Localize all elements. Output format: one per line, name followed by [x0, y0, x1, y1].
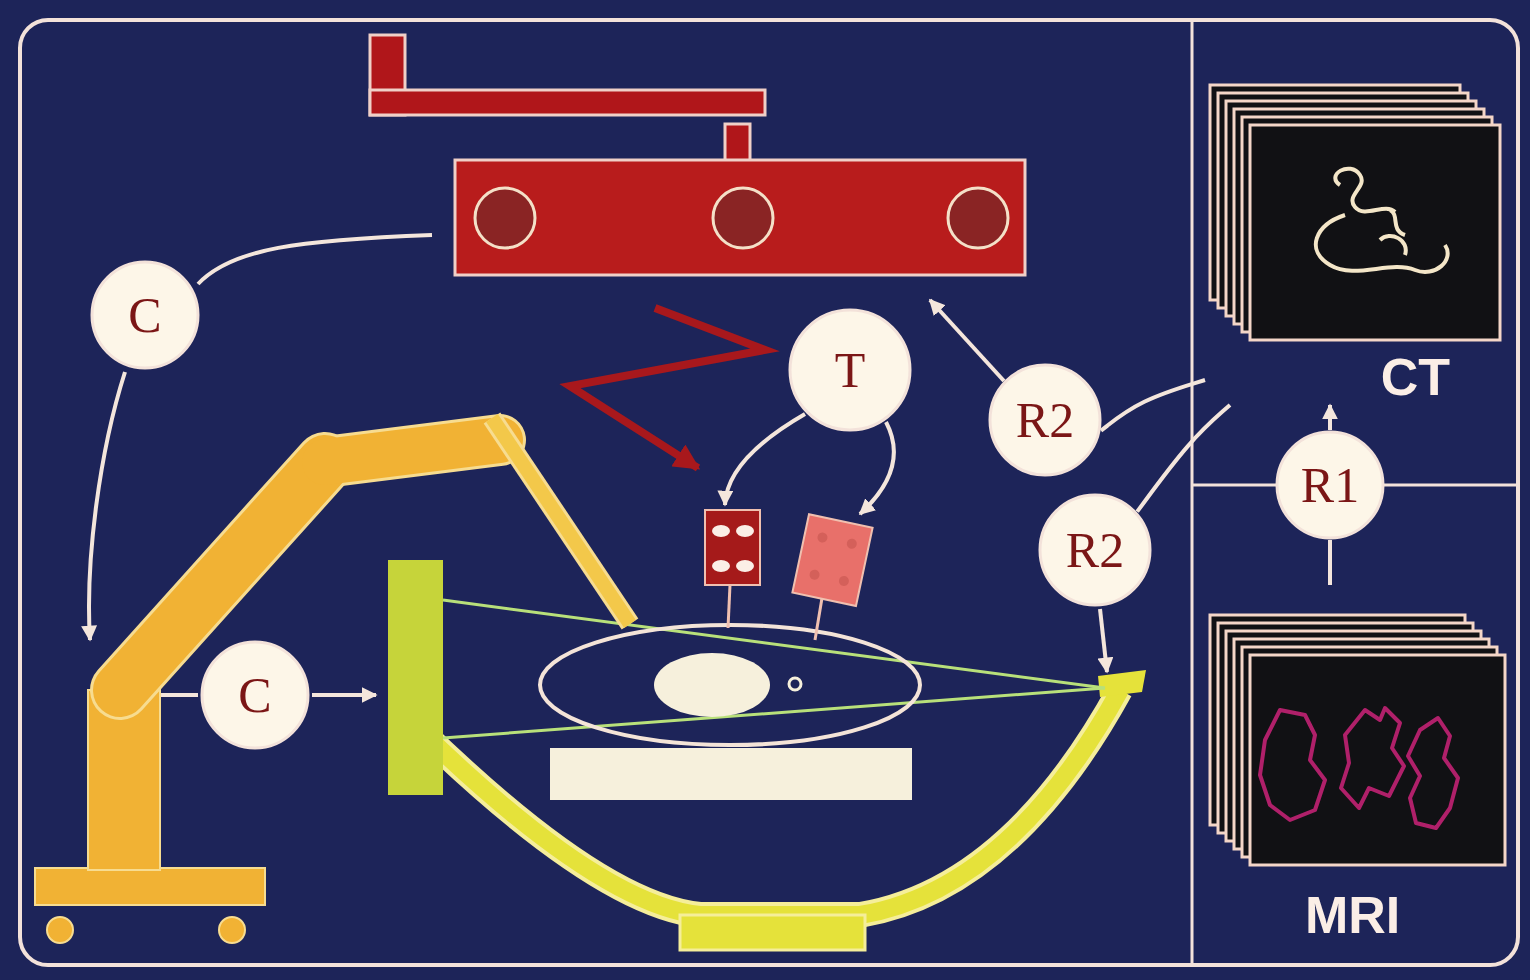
- image-slice: [1250, 655, 1505, 865]
- circle-shape: [1277, 432, 1383, 538]
- leader-arrow: [89, 372, 125, 640]
- node-letter: C: [238, 670, 271, 720]
- connector: [1137, 405, 1230, 512]
- camera-mount: [725, 124, 750, 161]
- camera-mount: [370, 90, 765, 115]
- connector: [1328, 540, 1332, 585]
- leader-arrow: [860, 422, 894, 514]
- tracker: [705, 510, 760, 585]
- node-letter: R1: [1301, 460, 1359, 510]
- label-circle: R2: [988, 363, 1102, 477]
- tracker-marker: [736, 525, 754, 537]
- robot-wheel: [219, 917, 245, 943]
- connector: [1101, 380, 1205, 431]
- c-arm-outline: [420, 690, 1120, 915]
- node-letter: C: [128, 290, 161, 340]
- leader-arrow: [930, 300, 1004, 381]
- robot-wheel: [47, 917, 73, 943]
- frame-border: [20, 20, 1518, 965]
- connector: [1328, 405, 1332, 430]
- circle-shape: [202, 642, 308, 748]
- tracker-marker: [809, 569, 821, 581]
- operating-table: [550, 748, 912, 800]
- tracker-marker: [712, 560, 730, 572]
- robot-arm: [325, 440, 500, 462]
- patient-nose: [789, 678, 801, 690]
- tracker: [792, 514, 872, 606]
- leader-arrow: [725, 414, 805, 505]
- tracker-stem: [728, 585, 730, 628]
- image-stack: MRI: [1205, 585, 1510, 955]
- tracker-marker: [817, 532, 829, 544]
- leader-arrow: [312, 693, 376, 697]
- x-ray-source: [1098, 670, 1146, 697]
- label-circle: R2: [1038, 493, 1152, 607]
- modality-label: CT: [1381, 351, 1450, 403]
- label-circle: C: [90, 260, 200, 370]
- label-circle: T: [788, 308, 912, 432]
- tracking-signal: [570, 308, 765, 468]
- label-circle: R1: [1275, 430, 1385, 540]
- robot-base: [35, 868, 265, 905]
- tracker-stem: [815, 598, 822, 640]
- scan-contour: [1316, 169, 1448, 272]
- camera-lens: [948, 188, 1008, 248]
- image-stack: CT: [1205, 55, 1505, 405]
- label-circle: C: [200, 640, 310, 750]
- c-arm: [420, 690, 1120, 915]
- scan-contour: [1260, 708, 1458, 828]
- leader-line: [161, 693, 198, 697]
- node-letter: R2: [1066, 525, 1124, 575]
- patient-head: [654, 653, 770, 717]
- node-letter: R2: [1016, 395, 1074, 445]
- image-slice: [1250, 125, 1500, 340]
- tracker-marker: [736, 560, 754, 572]
- c-arm-base: [680, 915, 865, 950]
- camera-bar: [455, 160, 1025, 275]
- camera-lens: [475, 188, 535, 248]
- circle-shape: [790, 310, 910, 430]
- leader-arrow: [1100, 609, 1107, 672]
- node-letter: T: [835, 345, 866, 395]
- tracker-marker: [838, 575, 850, 587]
- patient-body: [540, 625, 920, 745]
- robot-arm-outline: [325, 440, 500, 462]
- robot-tool: [492, 418, 630, 624]
- robot-tool-outline: [492, 418, 630, 624]
- tracker: [792, 514, 872, 606]
- circle-shape: [990, 365, 1100, 475]
- camera-lens: [713, 188, 773, 248]
- modality-label: MRI: [1305, 889, 1400, 941]
- image-stack-drawing: [1205, 55, 1505, 405]
- circle-shape: [92, 262, 198, 368]
- x-ray-detector: [388, 560, 443, 795]
- panel-divider: [1191, 22, 1194, 963]
- leader-line: [198, 235, 432, 284]
- tracker-marker: [712, 525, 730, 537]
- tracker-marker: [846, 538, 858, 550]
- circle-shape: [1040, 495, 1150, 605]
